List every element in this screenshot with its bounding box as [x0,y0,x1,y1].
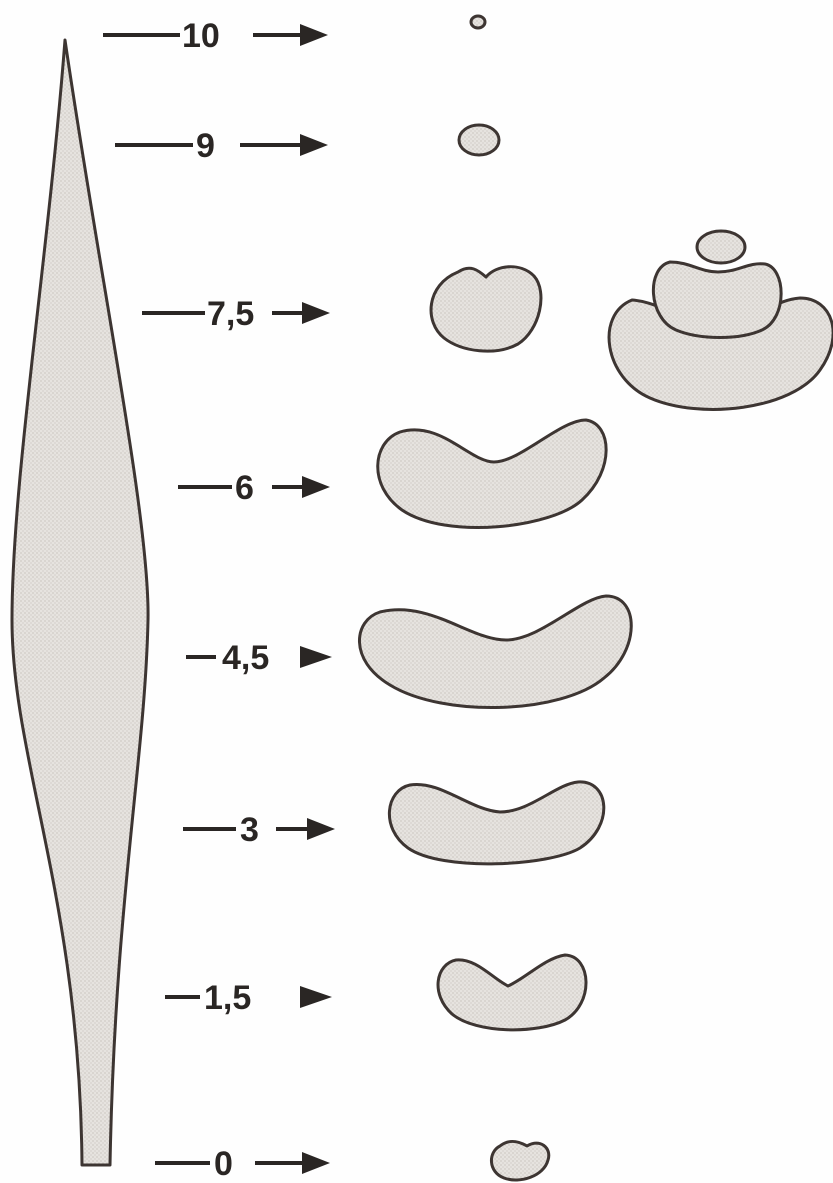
level-marker-10: 10 [103,17,328,55]
cross-section-3 [389,782,603,864]
stacked-section-top [697,231,745,263]
cross-section-7-5 [431,267,541,351]
level-marker-0: 0 [155,1145,330,1183]
level-marker-3: 3 [183,811,335,849]
cross-section-4-5 [359,596,631,708]
level-label-4-5: 4,5 [222,639,269,677]
level-label-6: 6 [235,469,254,507]
level-marker-9: 9 [115,127,328,165]
level-marker-6: 6 [178,469,330,507]
level-marker-7-5: 7,5 [142,295,330,333]
level-label-7-5: 7,5 [207,295,254,333]
stacked-section-middle [653,262,781,338]
level-marker-4-5: 4,5 [186,639,332,677]
level-label-3: 3 [240,811,259,849]
level-label-9: 9 [196,127,215,165]
level-label-0: 0 [214,1145,233,1183]
level-marker-1-5: 1,5 [165,979,332,1017]
cross-section-9 [459,125,499,155]
level-label-10: 10 [182,17,220,55]
cross-section-10 [471,16,485,28]
cross-section-0 [491,1141,548,1180]
spindle-body [12,40,148,1165]
level-label-1-5: 1,5 [204,979,251,1017]
cross-section-1-5 [438,955,586,1030]
cross-section-6 [378,420,606,528]
